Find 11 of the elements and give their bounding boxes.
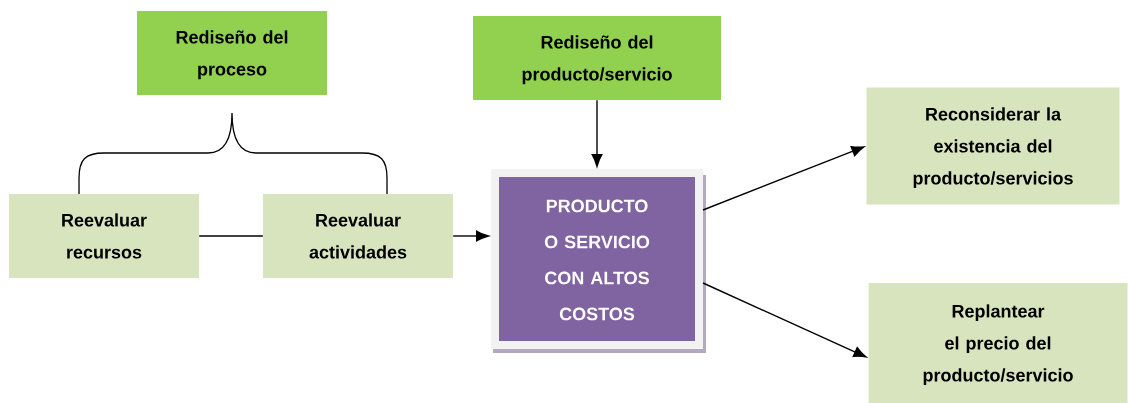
process-box: Reevaluar actividades [263,194,453,278]
arrow [702,282,867,358]
arrow [702,146,865,211]
arrow [452,230,489,242]
process-box: Reevaluar recursos [9,194,199,278]
process-box: Reconsiderar la existencia del producto/servicios [866,87,1120,205]
product-box: PRODUCTO O SERVICIO CON ALTOS COSTOS [491,169,706,353]
process-box: Replantear el precio del producto/servicio [868,283,1128,403]
arrow [591,99,603,167]
process-box: Rediseño del producto/servicio [473,16,721,100]
process-box: Rediseño del proceso [137,11,327,95]
